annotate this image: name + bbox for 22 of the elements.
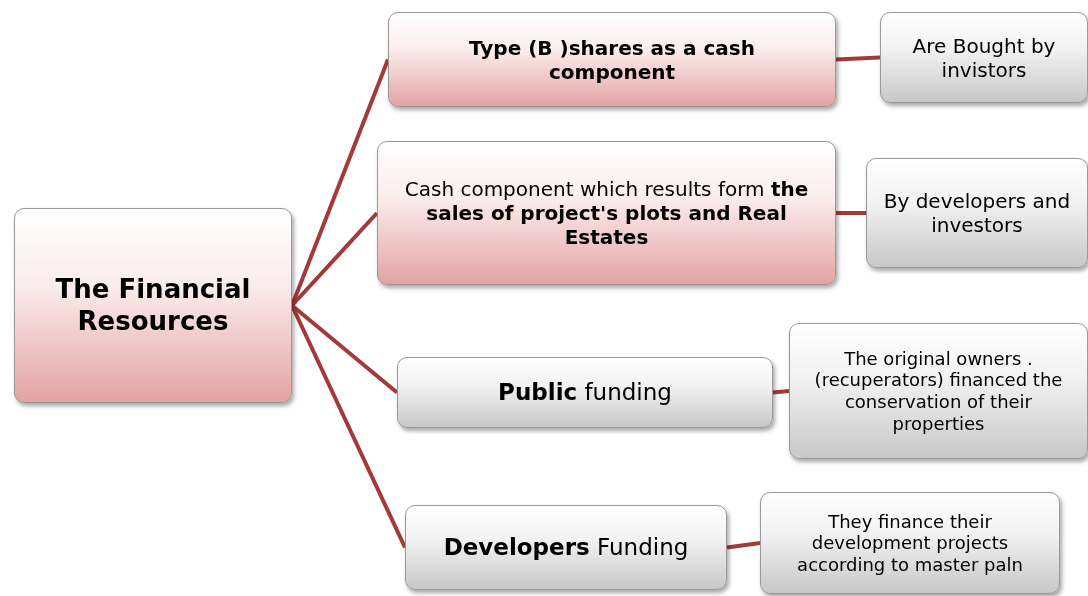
box-text: Public funding xyxy=(498,378,672,407)
connector-line xyxy=(835,55,881,62)
connector-line xyxy=(836,211,866,215)
box-text: Cash component which results form the sales of project's plots and Real Estates xyxy=(403,177,810,249)
topic-box xyxy=(880,12,1088,103)
topic-box xyxy=(397,357,773,428)
box-text: By developers and investors xyxy=(882,189,1072,237)
box-text: Type (B )shares as a cash component xyxy=(468,35,756,84)
topic-box xyxy=(388,12,836,107)
box-text: Developers Funding xyxy=(443,533,689,562)
connector-line xyxy=(726,541,761,550)
topic-box xyxy=(377,141,836,285)
connector-line xyxy=(772,389,790,395)
box-text: They finance their development projects according to master paln xyxy=(796,510,1024,576)
topic-box xyxy=(405,505,727,590)
topic-box xyxy=(760,492,1060,594)
box-text: The original owners . (recuperators) financed the conservation of their properties xyxy=(813,347,1064,435)
box-text: The Financial Resources xyxy=(54,274,252,337)
topic-box xyxy=(866,158,1088,268)
root-box xyxy=(14,208,292,403)
topic-box xyxy=(789,323,1088,459)
box-text: Are Bought by invistors xyxy=(911,33,1057,82)
